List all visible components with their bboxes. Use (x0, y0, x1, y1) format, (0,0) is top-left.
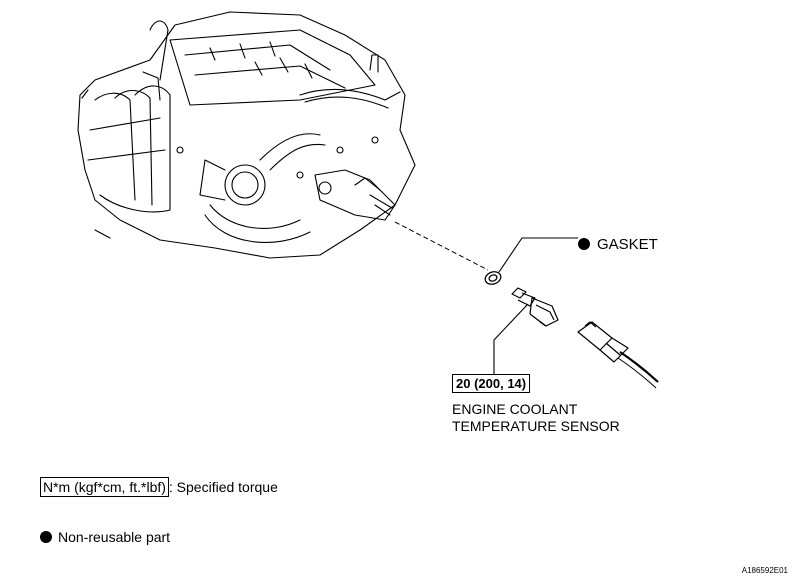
sensor-name-line2: TEMPERATURE SENSOR (452, 418, 620, 434)
sensor-name-label: ENGINE COOLANT TEMPERATURE SENSOR (452, 401, 620, 435)
legend-torque-units: N*m (kgf*cm, ft.*lbf) (40, 477, 169, 497)
sensor-leader-line (493, 303, 529, 375)
gasket-label: GASKET (597, 236, 658, 253)
gasket-nonreusable-dot (578, 238, 590, 250)
sensor-name-line1: ENGINE COOLANT (452, 401, 578, 417)
figure-code: A186592E01 (741, 566, 788, 575)
installation-dashed-line (394, 221, 489, 271)
legend-torque-description: : Specified torque (168, 479, 278, 495)
nonreusable-dot-icon (40, 531, 52, 543)
legend-nonreusable: Non-reusable part (40, 530, 170, 544)
legend-nonreusable-text: Non-reusable part (58, 529, 171, 545)
torque-spec-box: 20 (200, 14) (452, 374, 531, 393)
coolant-temperature-sensor (511, 287, 559, 327)
engine-assembly-illustration (77, 11, 416, 259)
gasket-part (484, 271, 502, 285)
harness-connector (577, 321, 659, 389)
legend-torque: N*m (kgf*cm, ft.*lbf): Specified torque (40, 477, 278, 497)
gasket-leader-line (498, 237, 578, 273)
